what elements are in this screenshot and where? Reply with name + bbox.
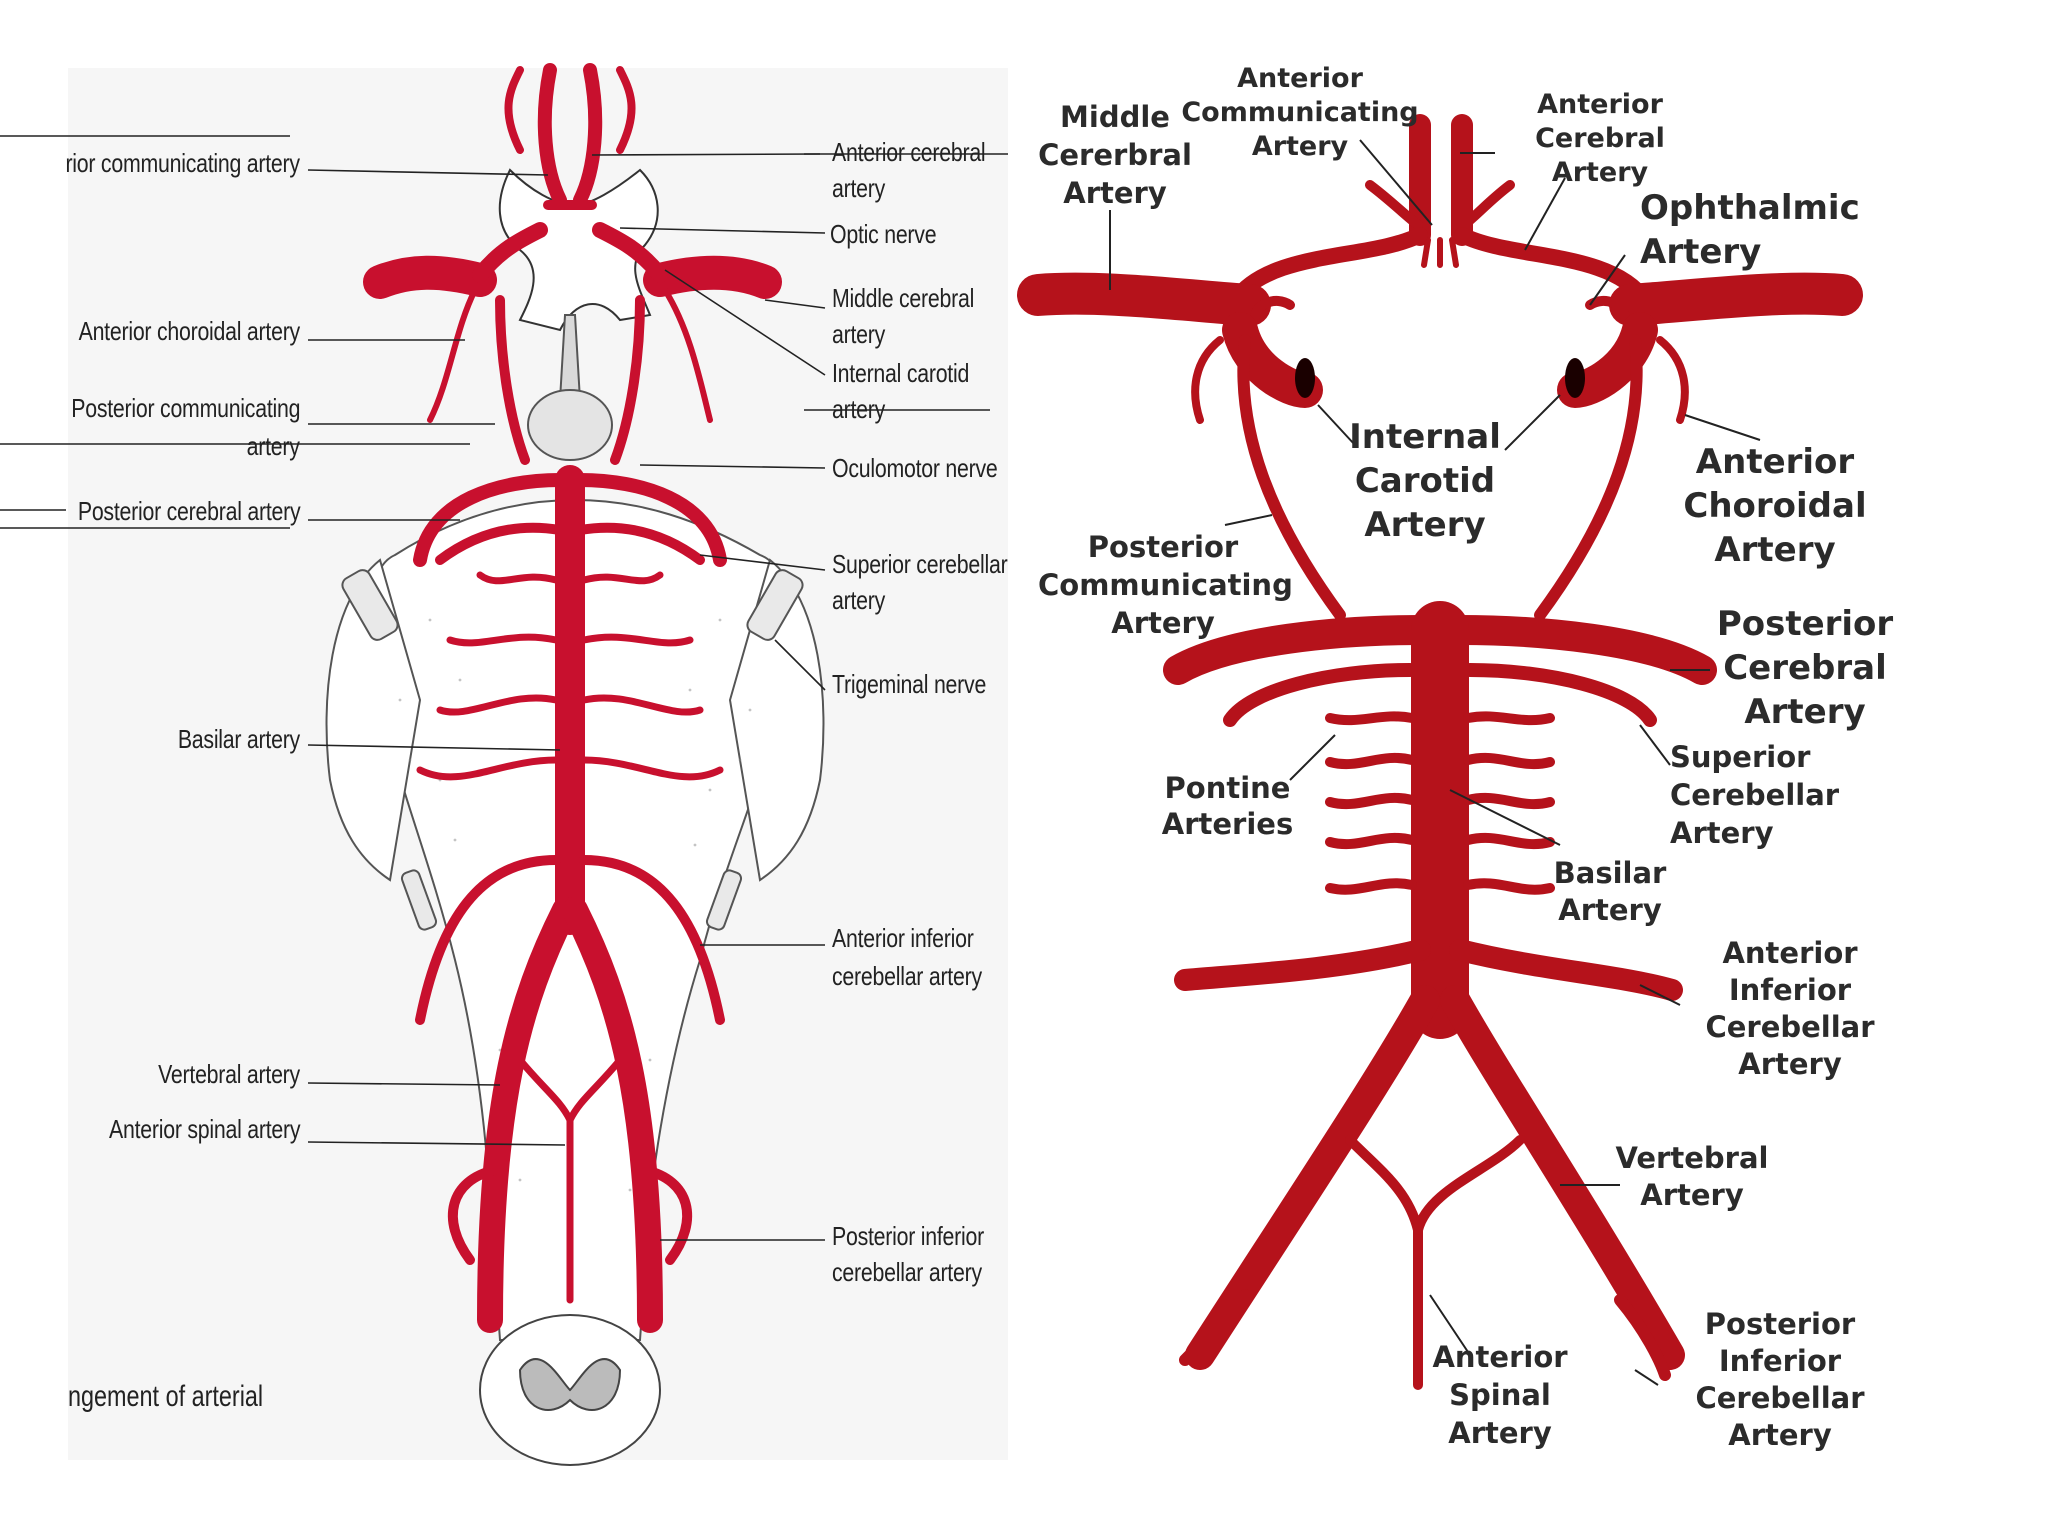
label-basilar-artery: Basilar artery <box>177 724 300 754</box>
label-rd-vertebral-artery: Vertebral Artery <box>1615 1141 1769 1212</box>
spinal-cord-section <box>479 1314 661 1466</box>
label-posterior-inferior-cerebellar-artery-line2: cerebellar artery <box>832 1257 982 1287</box>
label-rd-superior-cerebellar-artery: Superior Cerebellar Artery <box>1670 740 1840 850</box>
figure-caption-fragment: ngement of arterial <box>68 1380 264 1413</box>
label-rd-pontine-arteries: Pontine Arteries <box>1161 771 1294 841</box>
label-rd-ophthalmic-artery: Ophthalmic Artery <box>1640 188 1860 272</box>
label-posterior-inferior-cerebellar-artery-line1: Posterior inferior <box>832 1221 984 1251</box>
label-anterior-inferior-cerebellar-artery-line2: cerebellar artery <box>832 961 982 991</box>
internal-carotid-lumen-right <box>1565 358 1585 398</box>
label-anterior-inferior-cerebellar-artery-line1: Anterior inferior <box>832 923 974 953</box>
left-arteries <box>363 63 782 1333</box>
label-posterior-communicating-artery-line2: artery <box>246 431 300 461</box>
label-anterior-communicating-artery: rior communicating artery <box>65 148 301 178</box>
label-posterior-cerebral-artery: Posterior cerebral artery <box>77 496 300 526</box>
label-anterior-spinal-artery: Anterior spinal artery <box>108 1114 301 1144</box>
right-arteries <box>1017 114 1863 1390</box>
label-anterior-cerebral-artery-line1: Anterior cerebral <box>832 137 986 167</box>
label-rd-posterior-cerebral-artery: Posterior Cerebral Artery <box>1716 604 1894 732</box>
label-oculomotor-nerve: Oculomotor nerve <box>832 453 998 483</box>
label-rd-anterior-spinal-artery: Anterior Spinal Artery <box>1432 1340 1568 1450</box>
label-rd-middle-cerebral-artery: Middle Cererbral Artery <box>1038 100 1192 210</box>
label-superior-cerebellar-artery-line2: artery <box>832 585 886 615</box>
label-posterior-communicating-artery-line1: Posterior communicating <box>71 393 300 423</box>
label-middle-cerebral-artery-line1: Middle cerebral <box>832 283 975 313</box>
right-leader-lines <box>1109 139 1761 1386</box>
label-rd-anterior-choroidal-artery: Anterior Choroidal Artery <box>1683 442 1867 570</box>
label-internal-carotid-artery-line2: artery <box>832 394 886 424</box>
mammillary-bodies <box>527 389 613 461</box>
label-anterior-choroidal-artery: Anterior choroidal artery <box>78 316 301 346</box>
label-middle-cerebral-artery-line2: artery <box>832 319 886 349</box>
internal-carotid-lumen-left <box>1295 358 1315 398</box>
label-anterior-cerebral-artery-line2: artery <box>832 173 886 203</box>
label-rd-anterior-cerebral-artery: Anterior Cerebral Artery <box>1535 89 1665 188</box>
label-rd-basilar-artery: Basilar Artery <box>1553 856 1667 927</box>
label-rd-posterior-communicating-artery: Posterior Communicating Artery <box>1038 530 1293 640</box>
label-optic-nerve: Optic nerve <box>830 219 937 249</box>
label-rd-anterior-inferior-cerebellar-artery: Anterior Inferior Cerebellar Artery <box>1705 936 1875 1081</box>
label-rd-anterior-communicating-artery: Anterior Communicating Artery <box>1181 63 1419 162</box>
label-internal-carotid-artery-line1: Internal carotid <box>832 358 970 388</box>
label-rd-internal-carotid-artery: Internal Carotid Artery <box>1349 417 1501 545</box>
label-superior-cerebellar-artery-line1: Superior cerebellar <box>832 549 1008 579</box>
label-trigeminal-nerve: Trigeminal nerve <box>832 669 987 699</box>
cranial-nerves <box>341 569 804 931</box>
label-vertebral-artery: Vertebral artery <box>158 1059 300 1089</box>
label-rd-posterior-inferior-cerebellar-artery: Posterior Inferior Cerebellar Artery <box>1695 1307 1865 1452</box>
left-leader-lines <box>0 135 1008 1241</box>
